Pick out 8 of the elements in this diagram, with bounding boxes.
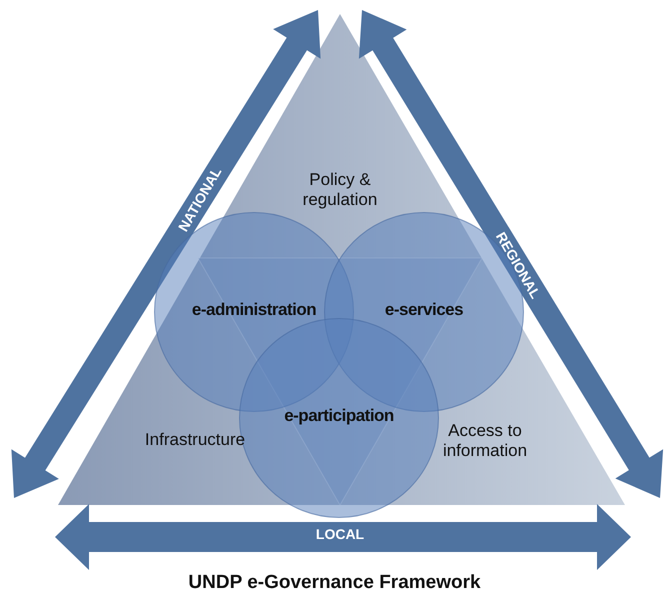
- circle-label: e-services: [384, 300, 464, 320]
- region-label: Policy & regulation: [302, 170, 378, 211]
- region-label: Infrastructure: [144, 430, 246, 450]
- arrow-label: LOCAL: [314, 526, 366, 543]
- circle-label: e-administration: [192, 300, 316, 320]
- caption: UNDP e-Governance Framework: [188, 572, 481, 594]
- region-label: Access to information: [442, 421, 528, 462]
- circle-label: e-participation: [284, 406, 394, 426]
